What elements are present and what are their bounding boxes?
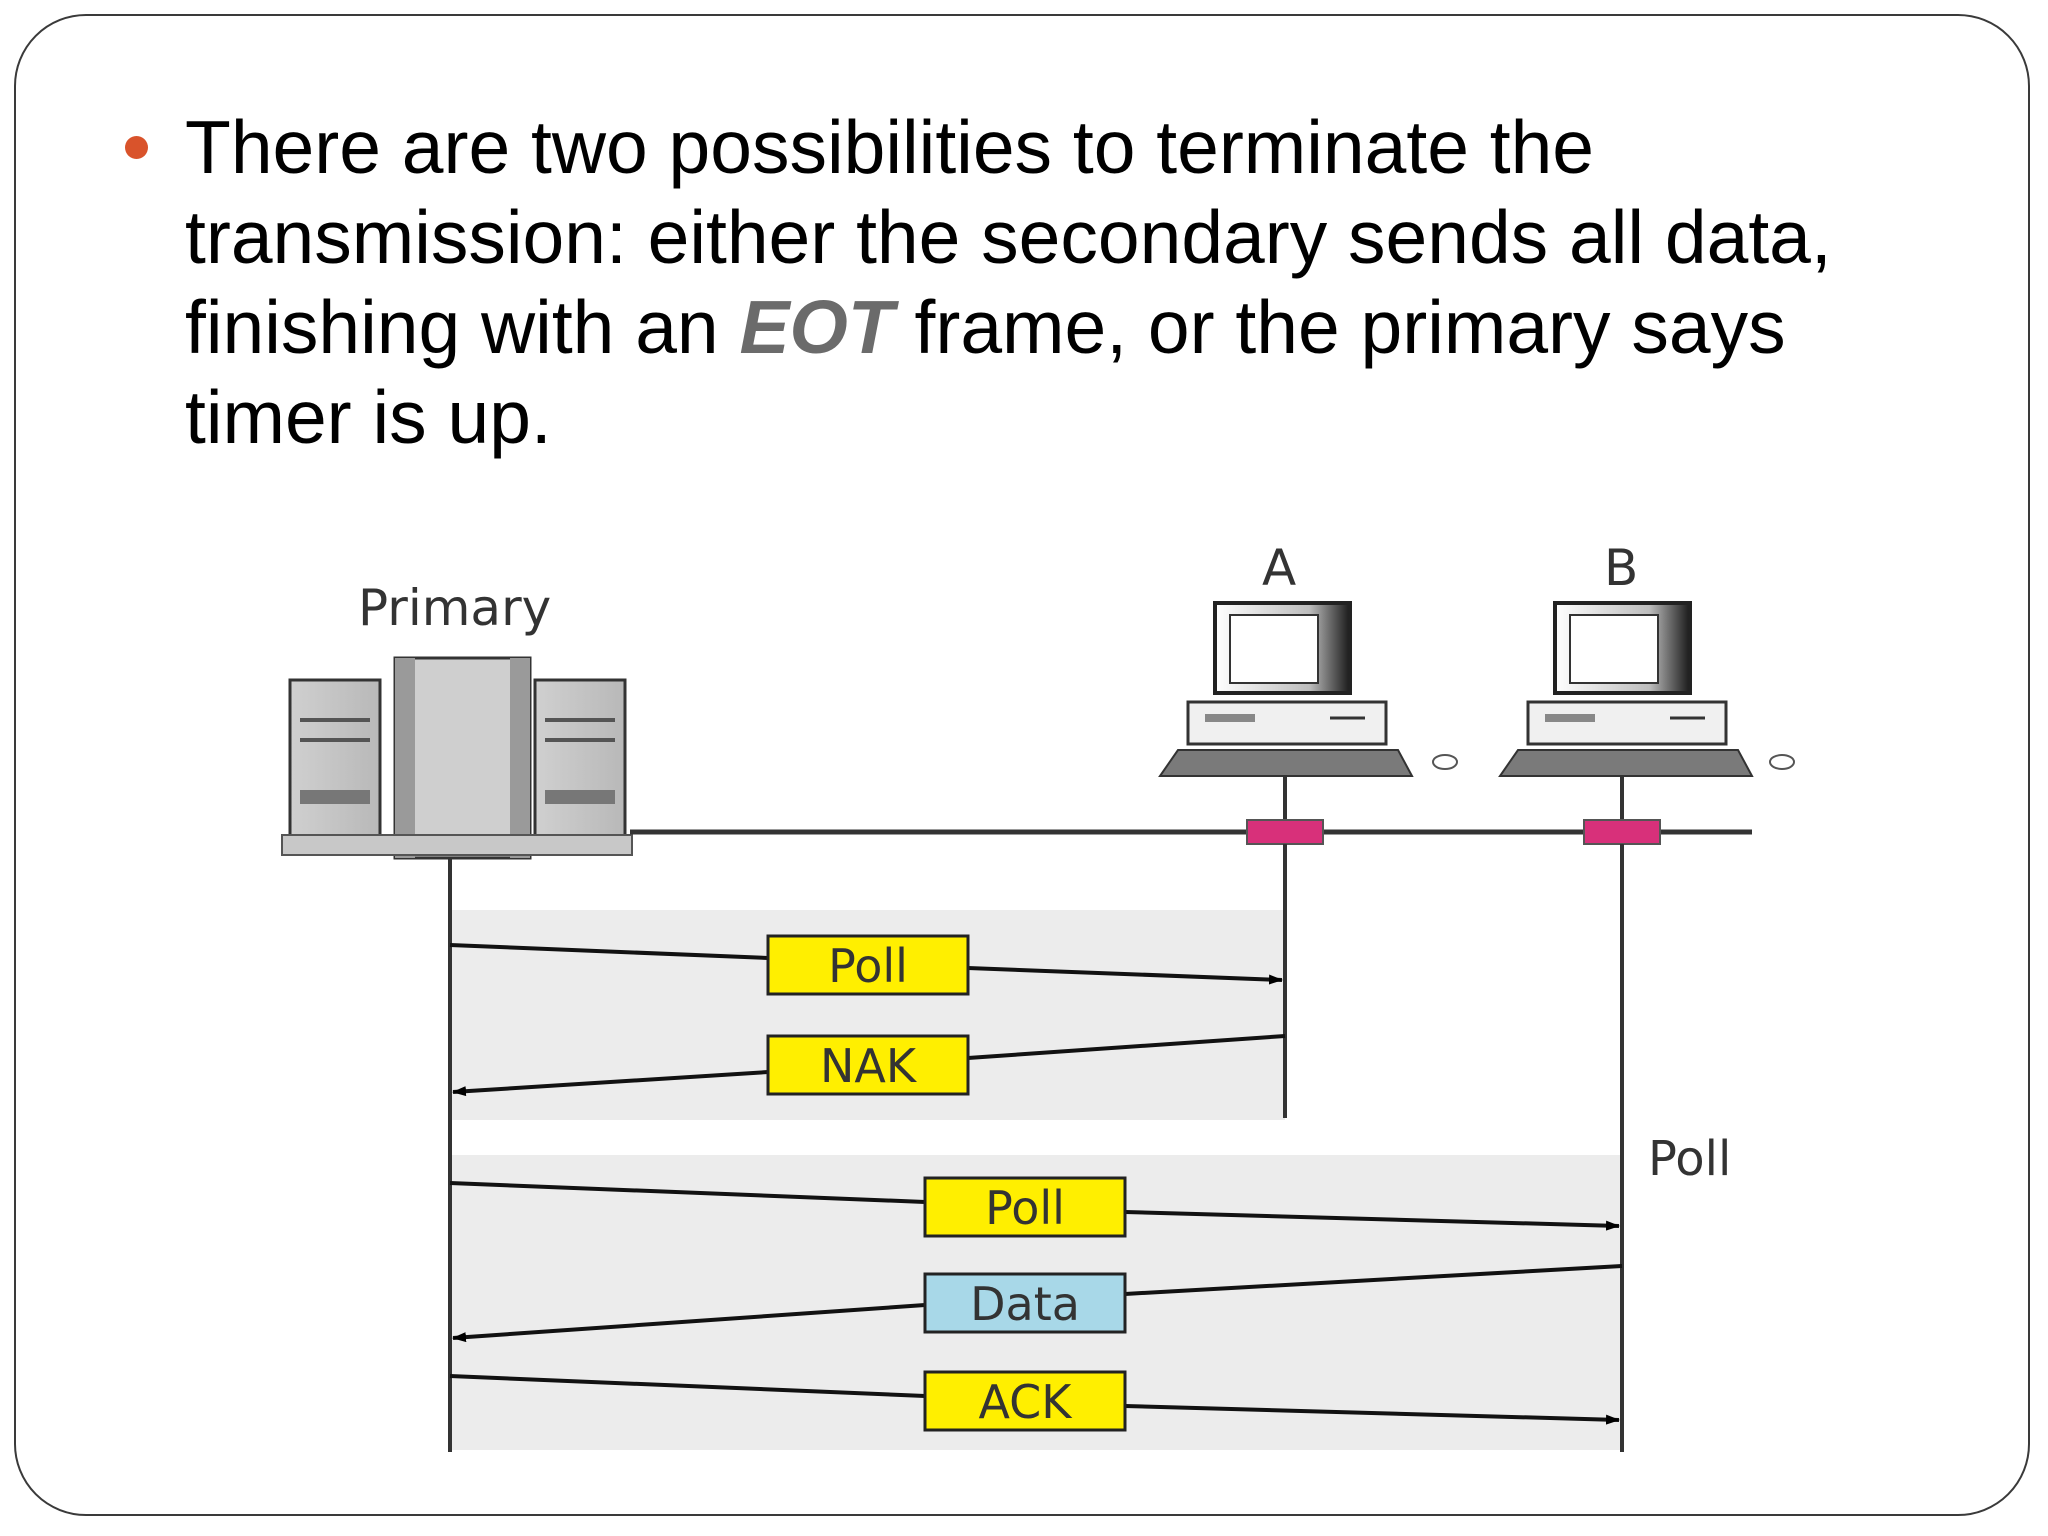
poll-a-frame-label: Poll: [828, 939, 908, 993]
data-frame-label: Data: [970, 1277, 1080, 1331]
station-b-computer-icon: [1498, 601, 1795, 777]
ack-message: ACK: [449, 1370, 1620, 1432]
bullet-text: There are two possibilities to terminate…: [185, 102, 1885, 462]
ack-frame-label: ACK: [979, 1375, 1074, 1429]
side-poll-label: Poll: [1648, 1131, 1731, 1187]
poll-b-message: Poll: [449, 1176, 1620, 1238]
primary-server-icon: [281, 656, 633, 860]
station-a-computer-icon: [1158, 601, 1458, 777]
station-b-connector: [1583, 819, 1661, 845]
primary-label: Primary: [358, 579, 551, 637]
poll-a-message: Poll: [449, 934, 1283, 996]
bullet-text-emphasis: EOT: [739, 285, 894, 369]
station-b-label: B: [1604, 539, 1638, 597]
bullet-text-end: frame, or the primary says timer is up.: [185, 285, 1786, 459]
bullet-text-start: There are two possibilities to terminate…: [185, 105, 1832, 369]
bullet-dot-icon: [125, 136, 148, 159]
poll-b-frame-label: Poll: [985, 1181, 1065, 1235]
nak-frame-label: NAK: [820, 1039, 918, 1093]
data-message: Data: [452, 1264, 1623, 1343]
station-a-label: A: [1262, 539, 1296, 597]
station-a-connector: [1246, 819, 1324, 845]
nak-message: NAK: [452, 1034, 1286, 1097]
